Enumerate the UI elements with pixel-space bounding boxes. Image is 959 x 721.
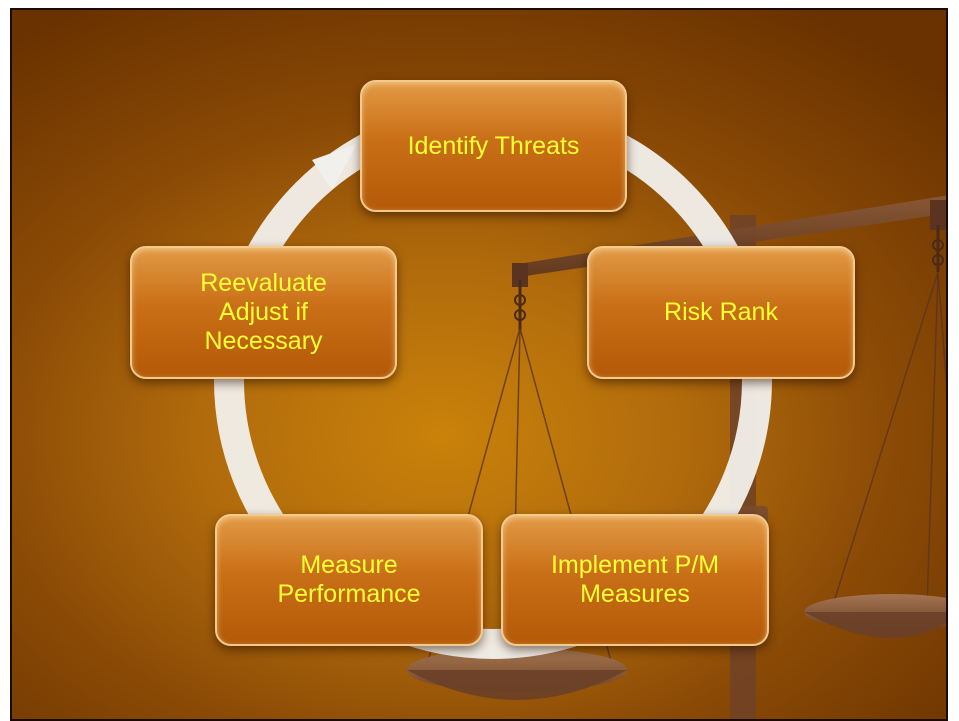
node-reevaluate: Reevaluate Adjust if Necessary [130,246,397,379]
node-measure-performance: Measure Performance [215,514,483,646]
node-label-line: Identify Threats [407,131,580,160]
node-implement-measures: Implement P/M Measures [501,514,769,646]
node-label-line: Adjust if [219,298,308,326]
node-identify-threats: Identify Threats [360,80,627,212]
node-label-line: Necessary [204,327,323,355]
node-risk-rank: Risk Rank [587,246,855,379]
cycle-arrowhead-icon [312,144,357,190]
node-label-line: Performance [277,580,421,608]
node-label-line: Risk Rank [664,298,778,326]
slide: Identify Threats Risk Rank Implement P/M… [10,8,948,721]
node-label-line: Measures [580,580,690,608]
node-label-line: Measure [300,551,398,579]
node-label-line: Reevaluate [200,269,327,297]
node-label-line: Implement P/M [550,551,720,579]
